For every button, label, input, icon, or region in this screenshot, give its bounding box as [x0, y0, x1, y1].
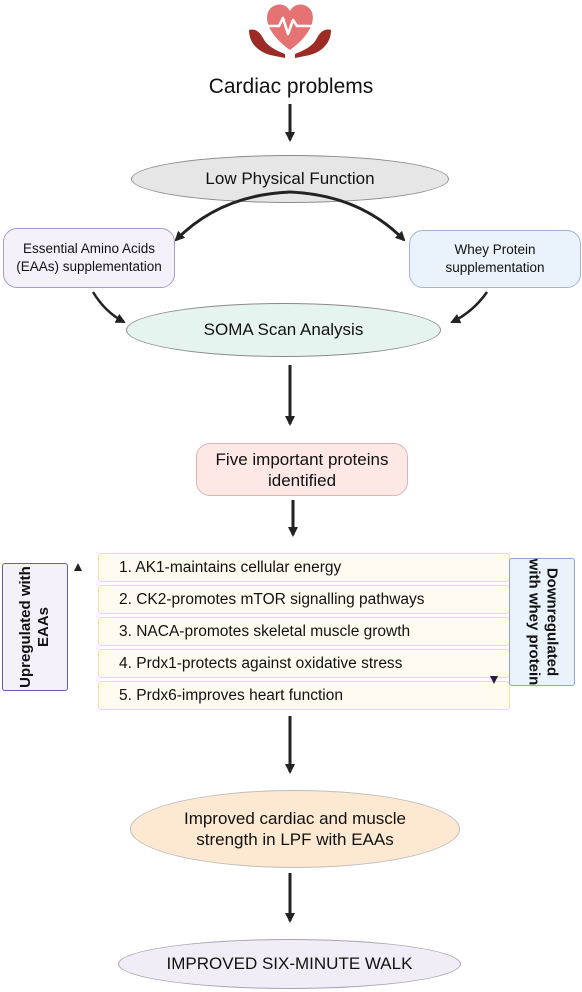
protein-item-ck2-label: 2. CK2-promotes mTOR signalling pathways	[119, 590, 425, 608]
node-whey-line2: supplementation	[445, 260, 545, 275]
arrow-lpf-to-eaa	[174, 190, 291, 242]
protein-item-prdx6: 5. Prdx6-improves heart function	[98, 681, 510, 710]
protein-item-prdx6-label: 5. Prdx6-improves heart function	[119, 686, 343, 704]
node-improved-line2: strength in LPF with EAAs	[196, 830, 394, 849]
node-six-minute-walk: IMPROVED SIX-MINUTE WALK	[118, 939, 461, 989]
node-low-physical-function: Low Physical Function	[131, 155, 449, 203]
protein-item-ak1-label: 1. AK1-maintains cellular energy	[119, 558, 342, 576]
node-five-proteins-line1: Five important proteins	[215, 449, 389, 469]
node-whey-line1: Whey Protein	[454, 242, 536, 257]
protein-item-ak1: 1. AK1-maintains cellular energy	[98, 553, 510, 582]
protein-item-naca: 3. NACA-promotes skeletal muscle growth	[98, 617, 510, 646]
heart-in-hands-icon	[249, 4, 331, 58]
arrow-lpf-to-whey	[289, 190, 406, 242]
node-five-proteins-line2: identified	[267, 470, 337, 490]
downregulated-box: Downregulated with whey protein	[509, 558, 575, 686]
node-eaa-supplementation: Essential Amino Acids (EAAs) supplementa…	[3, 228, 175, 288]
node-eaa-line1: Essential Amino Acids	[22, 241, 156, 256]
node-improved-line1: Improved cardiac and muscle	[183, 809, 407, 828]
node-soma-scan: SOMA Scan Analysis	[126, 303, 441, 357]
node-eaa-line2: (EAAs) supplementation	[16, 259, 162, 274]
protein-item-naca-label: 3. NACA-promotes skeletal muscle growth	[119, 622, 411, 640]
title-cardiac-problems: Cardiac problems	[208, 75, 374, 98]
protein-item-ck2: 2. CK2-promotes mTOR signalling pathways	[98, 585, 510, 614]
protein-item-prdx1-label: 4. Prdx1-protects against oxidative stre…	[119, 654, 403, 672]
node-five-proteins: Five important proteins identified	[196, 443, 408, 496]
protein-item-prdx1: 4. Prdx1-protects against oxidative stre…	[98, 649, 510, 678]
arrow-eaa-to-soma	[91, 291, 126, 324]
node-soma-scan-label: SOMA Scan Analysis	[203, 320, 364, 339]
node-low-physical-function-label: Low Physical Function	[205, 169, 375, 188]
node-six-minute-walk-label: IMPROVED SIX-MINUTE WALK	[166, 954, 413, 973]
node-whey-supplementation: Whey Protein supplementation	[409, 230, 581, 288]
upregulated-box: Upregulated with EAAs	[2, 563, 68, 691]
arrow-whey-to-soma	[450, 291, 489, 324]
node-improved-strength: Improved cardiac and muscle strength in …	[130, 790, 460, 868]
